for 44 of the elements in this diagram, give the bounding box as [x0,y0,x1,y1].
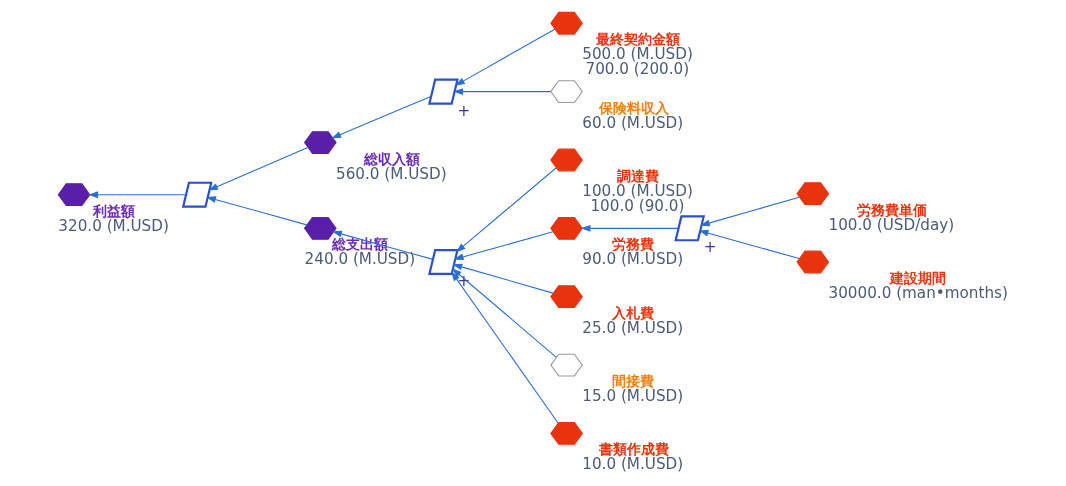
arrow [330,95,431,139]
node-label: 30000.0 (man•months) [828,284,1008,303]
node-label: + [457,101,470,120]
node-label: 労務費単価 [856,201,927,218]
node-label: 間接費 [611,373,654,390]
node-hexagon [795,182,829,206]
arrow [451,268,557,358]
node-hexagon [549,11,583,35]
arrow [454,28,555,86]
node-diamond [673,215,705,242]
node-diamond [427,248,459,275]
node-label: 入札費 [611,304,654,321]
arrow [207,147,308,191]
node-label: 保険料収入 [598,99,669,116]
arrow [205,196,307,226]
arrow [580,224,679,232]
node-hexagon [549,353,583,377]
arrow [698,229,800,260]
node-diamond [181,181,213,208]
arrow [699,196,800,227]
node-hexagon [549,422,583,445]
node-hexagon [795,250,829,274]
node-hexagon [549,80,583,103]
node-label: 最終契約金額 [595,31,680,48]
node-hexagon [549,216,583,240]
node-label: 調達費 [616,168,659,185]
arrow [452,88,551,96]
arrow [455,167,556,253]
arrow [451,263,554,294]
node-hexagon [303,131,337,155]
node-hexagon [549,285,583,309]
node-label: 書類作成費 [598,441,669,458]
arrow [331,230,433,260]
node-hexagon [57,183,90,207]
node-diamond [427,78,459,105]
node-label: 建設期間 [889,270,946,287]
node-label: + [703,238,716,257]
arrow [453,231,554,261]
node-label: 労務費 [611,236,654,253]
node-hexagon [549,148,583,172]
node-label: 15.0 (M.USD) [581,387,683,406]
arrow [87,191,186,199]
node-label: 総収入額 [363,150,420,167]
arrow [450,271,558,424]
